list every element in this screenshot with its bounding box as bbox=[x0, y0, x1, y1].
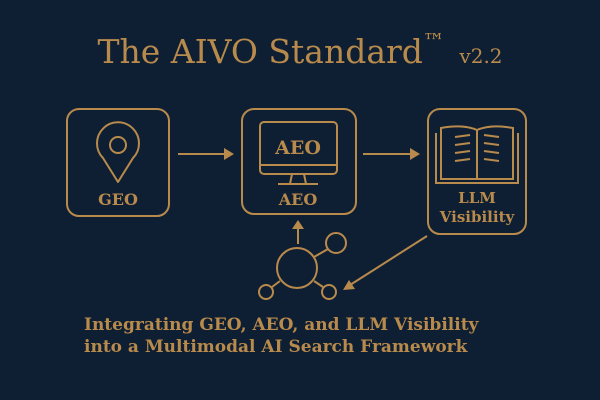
trademark-symbol: ™ bbox=[422, 30, 445, 55]
subtitle-line-1: Integrating GEO, AEO, and LLM Visibility bbox=[84, 315, 479, 335]
version-label: v2.2 bbox=[459, 44, 503, 68]
monitor-icon bbox=[259, 121, 338, 185]
aeo-label: AEO bbox=[278, 190, 318, 209]
subtitle: Integrating GEO, AEO, and LLM Visibility… bbox=[84, 314, 478, 358]
map-pin-icon bbox=[96, 121, 140, 183]
geo-label: GEO bbox=[98, 190, 138, 209]
geo-node bbox=[66, 108, 170, 217]
aeo-screen-text: AEO bbox=[274, 137, 321, 159]
open-book-icon bbox=[435, 125, 519, 184]
llm-label-line2: Visibility bbox=[439, 208, 516, 226]
llm-node bbox=[427, 108, 527, 235]
subtitle-line-2: into a Multimodal AI Search Framework bbox=[84, 337, 468, 357]
network-hub-icon bbox=[258, 232, 347, 300]
arrow-llm-to-hub bbox=[349, 235, 428, 286]
title-text: The AIVO Standard bbox=[97, 32, 423, 71]
page-title: The AIVO Standard™ v2.2 bbox=[0, 30, 600, 71]
aeo-node bbox=[241, 108, 357, 215]
llm-label-line1: LLM bbox=[458, 189, 496, 207]
